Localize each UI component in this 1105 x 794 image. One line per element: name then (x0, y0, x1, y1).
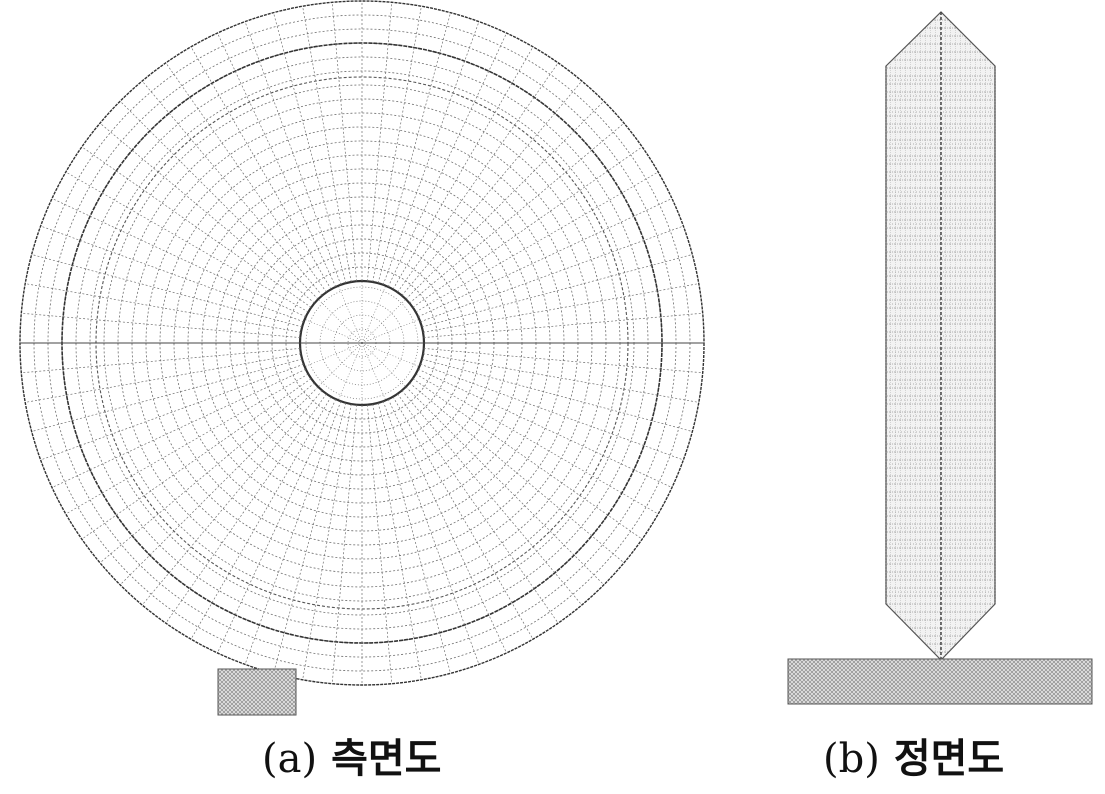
side-view-wheel-mesh (19, 0, 705, 686)
mesh-spoke (387, 32, 507, 287)
caption-a-title: 측면도 (331, 736, 442, 782)
mesh-spoke (31, 254, 303, 328)
mesh-spoke (420, 363, 684, 461)
mesh-spoke (21, 312, 301, 338)
mesh-spoke (418, 198, 673, 318)
hub-mesh-spoke (361, 342, 387, 401)
hub-mesh-spoke (304, 342, 363, 368)
mesh-spoke (418, 368, 673, 488)
mesh-spoke (190, 46, 332, 290)
mesh-spoke (372, 6, 422, 283)
mesh-spoke (415, 171, 659, 313)
mesh-spoke (119, 386, 319, 586)
mesh-spoke (377, 402, 451, 674)
front-view-disc-mesh (885, 11, 996, 661)
mesh-spoke (401, 390, 583, 606)
caption-b-label: (b) (823, 736, 880, 782)
mesh-spoke (423, 348, 703, 374)
side-view-base-block (217, 668, 297, 716)
mesh-spoke (367, 404, 393, 684)
mesh-spoke (422, 283, 699, 333)
mesh-spoke (331, 404, 357, 684)
mesh-spoke (65, 373, 309, 515)
mesh-spoke (422, 353, 699, 403)
mesh-spoke (412, 146, 643, 308)
mesh-spoke (165, 393, 327, 624)
caption-a-label: (a) (262, 736, 318, 782)
caption-front-view: (b) 정면도 (823, 726, 1004, 786)
mesh-spoke (302, 403, 352, 680)
hub-mesh-spoke (304, 318, 363, 344)
mesh-spoke (273, 12, 347, 284)
mesh-spoke (409, 122, 625, 304)
caption-b-title: 정면도 (893, 736, 1005, 782)
caption-side-view: (a) 측면도 (262, 726, 441, 786)
mesh-spoke (382, 401, 480, 665)
hub-mesh-spoke (337, 285, 363, 344)
mesh-spoke (217, 32, 337, 287)
mesh-spoke (51, 198, 306, 318)
mesh-spoke (81, 378, 312, 540)
mesh-spoke (244, 401, 342, 665)
mesh-spoke (387, 399, 507, 654)
mesh-spoke (51, 368, 306, 488)
mesh-spoke (405, 100, 605, 300)
mesh-spoke (40, 363, 304, 461)
mesh-spoke (141, 390, 323, 606)
mesh-spoke (372, 403, 422, 680)
mesh-spoke (420, 225, 684, 323)
mesh-spoke (423, 312, 703, 338)
mesh-spoke (421, 254, 693, 328)
mesh-spoke (377, 12, 451, 284)
mesh-spoke (401, 80, 583, 296)
hub-mesh-spoke (361, 298, 407, 344)
mesh-spoke (244, 21, 342, 285)
mesh-spoke (392, 46, 534, 290)
hub-mesh-spoke (317, 342, 363, 388)
mesh-spoke (81, 146, 312, 308)
mesh-spoke (217, 399, 337, 654)
mesh-spoke (412, 378, 643, 540)
mesh-spoke (397, 62, 559, 293)
mesh-spoke (25, 353, 302, 403)
mesh-spoke (25, 283, 302, 333)
mesh-spoke (397, 393, 559, 624)
mesh-spoke (367, 2, 393, 282)
mesh-spoke (165, 62, 327, 293)
hub-mesh-spoke (361, 285, 387, 344)
mesh-spoke (273, 402, 347, 674)
mesh-spoke (405, 386, 605, 586)
hub-mesh-spoke (317, 298, 363, 344)
mesh-spoke (40, 225, 304, 323)
mesh-spoke (331, 2, 357, 282)
front-view-base-plate (787, 658, 1093, 705)
mesh-spoke (21, 348, 301, 374)
mesh-spoke (392, 396, 534, 640)
mesh-spoke (99, 382, 315, 564)
hub-mesh-spoke (361, 342, 420, 368)
mesh-spoke (302, 6, 352, 283)
mesh-spoke (415, 373, 659, 515)
mesh-spoke (190, 396, 332, 640)
mesh-spoke (421, 358, 693, 432)
mesh-spoke (141, 80, 323, 296)
mesh-spoke (409, 382, 625, 564)
mesh-spoke (31, 358, 303, 432)
mesh-spoke (382, 21, 480, 285)
mesh-spoke (65, 171, 309, 313)
hub-mesh-spoke (361, 342, 407, 388)
hub-mesh-spoke (337, 342, 363, 401)
mesh-spoke (119, 100, 319, 300)
hub-mesh-spoke (361, 318, 420, 344)
mesh-spoke (99, 122, 315, 304)
